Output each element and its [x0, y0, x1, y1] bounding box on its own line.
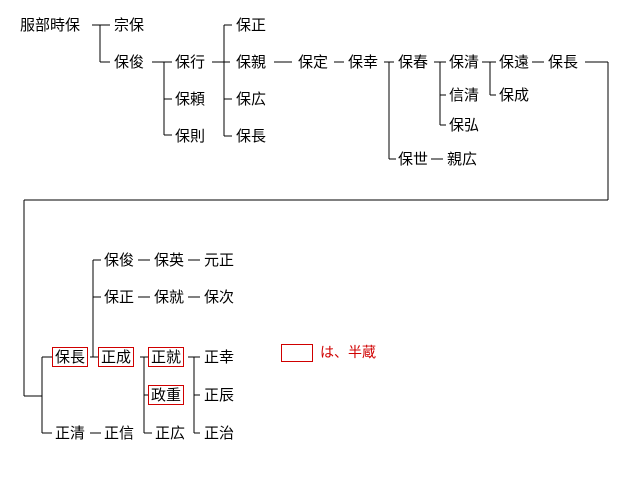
- name-yasutoshi-2: 保俊: [104, 251, 135, 269]
- name-masatatsu: 正辰: [204, 386, 235, 404]
- name-yasunori: 保則: [175, 127, 206, 145]
- name-motomasa: 元正: [204, 251, 235, 269]
- name-masakiyo: 正清: [55, 424, 86, 442]
- name-yasumasa: 保正: [236, 16, 267, 34]
- name-yasuyori: 保頼: [175, 90, 206, 108]
- name-yasuhiro: 保広: [236, 90, 267, 108]
- name-chikahiro: 親広: [447, 150, 478, 168]
- name-masanari-2-hanzo: 正就: [148, 347, 185, 367]
- name-yasumasa-2: 保正: [104, 288, 135, 306]
- name-yasusada: 保定: [298, 53, 329, 71]
- name-yasukiyo: 保清: [449, 53, 480, 71]
- name-masahiro: 正広: [155, 424, 186, 442]
- name-yasuhiro-2: 保弘: [449, 116, 480, 134]
- legend-hanzo-box: [281, 344, 313, 362]
- name-yasunaga-hanzo: 保長: [52, 347, 89, 367]
- name-yasunaga-top: 保長: [548, 53, 579, 71]
- legend-hanzo-text: は、半蔵: [320, 345, 376, 361]
- name-masashige-hanzo: 政重: [148, 385, 185, 405]
- name-masaharu: 正治: [204, 424, 235, 442]
- name-masanari-hanzo: 正成: [98, 347, 135, 367]
- name-yasuyo: 保世: [398, 150, 429, 168]
- name-munayasu: 宗保: [114, 16, 145, 34]
- name-yasuharu: 保春: [398, 53, 429, 71]
- name-yasunaga-early: 保長: [236, 127, 267, 145]
- name-yasuchika: 保親: [236, 53, 267, 71]
- name-yasuhide: 保英: [154, 251, 185, 269]
- name-yasutsugu: 保次: [204, 288, 235, 306]
- name-yasunari-2: 保就: [154, 288, 185, 306]
- name-masanobu: 正信: [104, 424, 135, 442]
- name-nobukiyo: 信清: [449, 86, 480, 104]
- name-hattori-tokiyasu: 服部時保: [20, 16, 81, 34]
- name-yasunari: 保成: [499, 86, 530, 104]
- name-yasutoshi: 保俊: [114, 53, 145, 71]
- name-masayuki: 正幸: [204, 348, 235, 366]
- name-yasuyuki: 保行: [175, 53, 206, 71]
- name-yasuyuki-2: 保幸: [348, 53, 379, 71]
- name-yasutoo: 保遠: [499, 53, 530, 71]
